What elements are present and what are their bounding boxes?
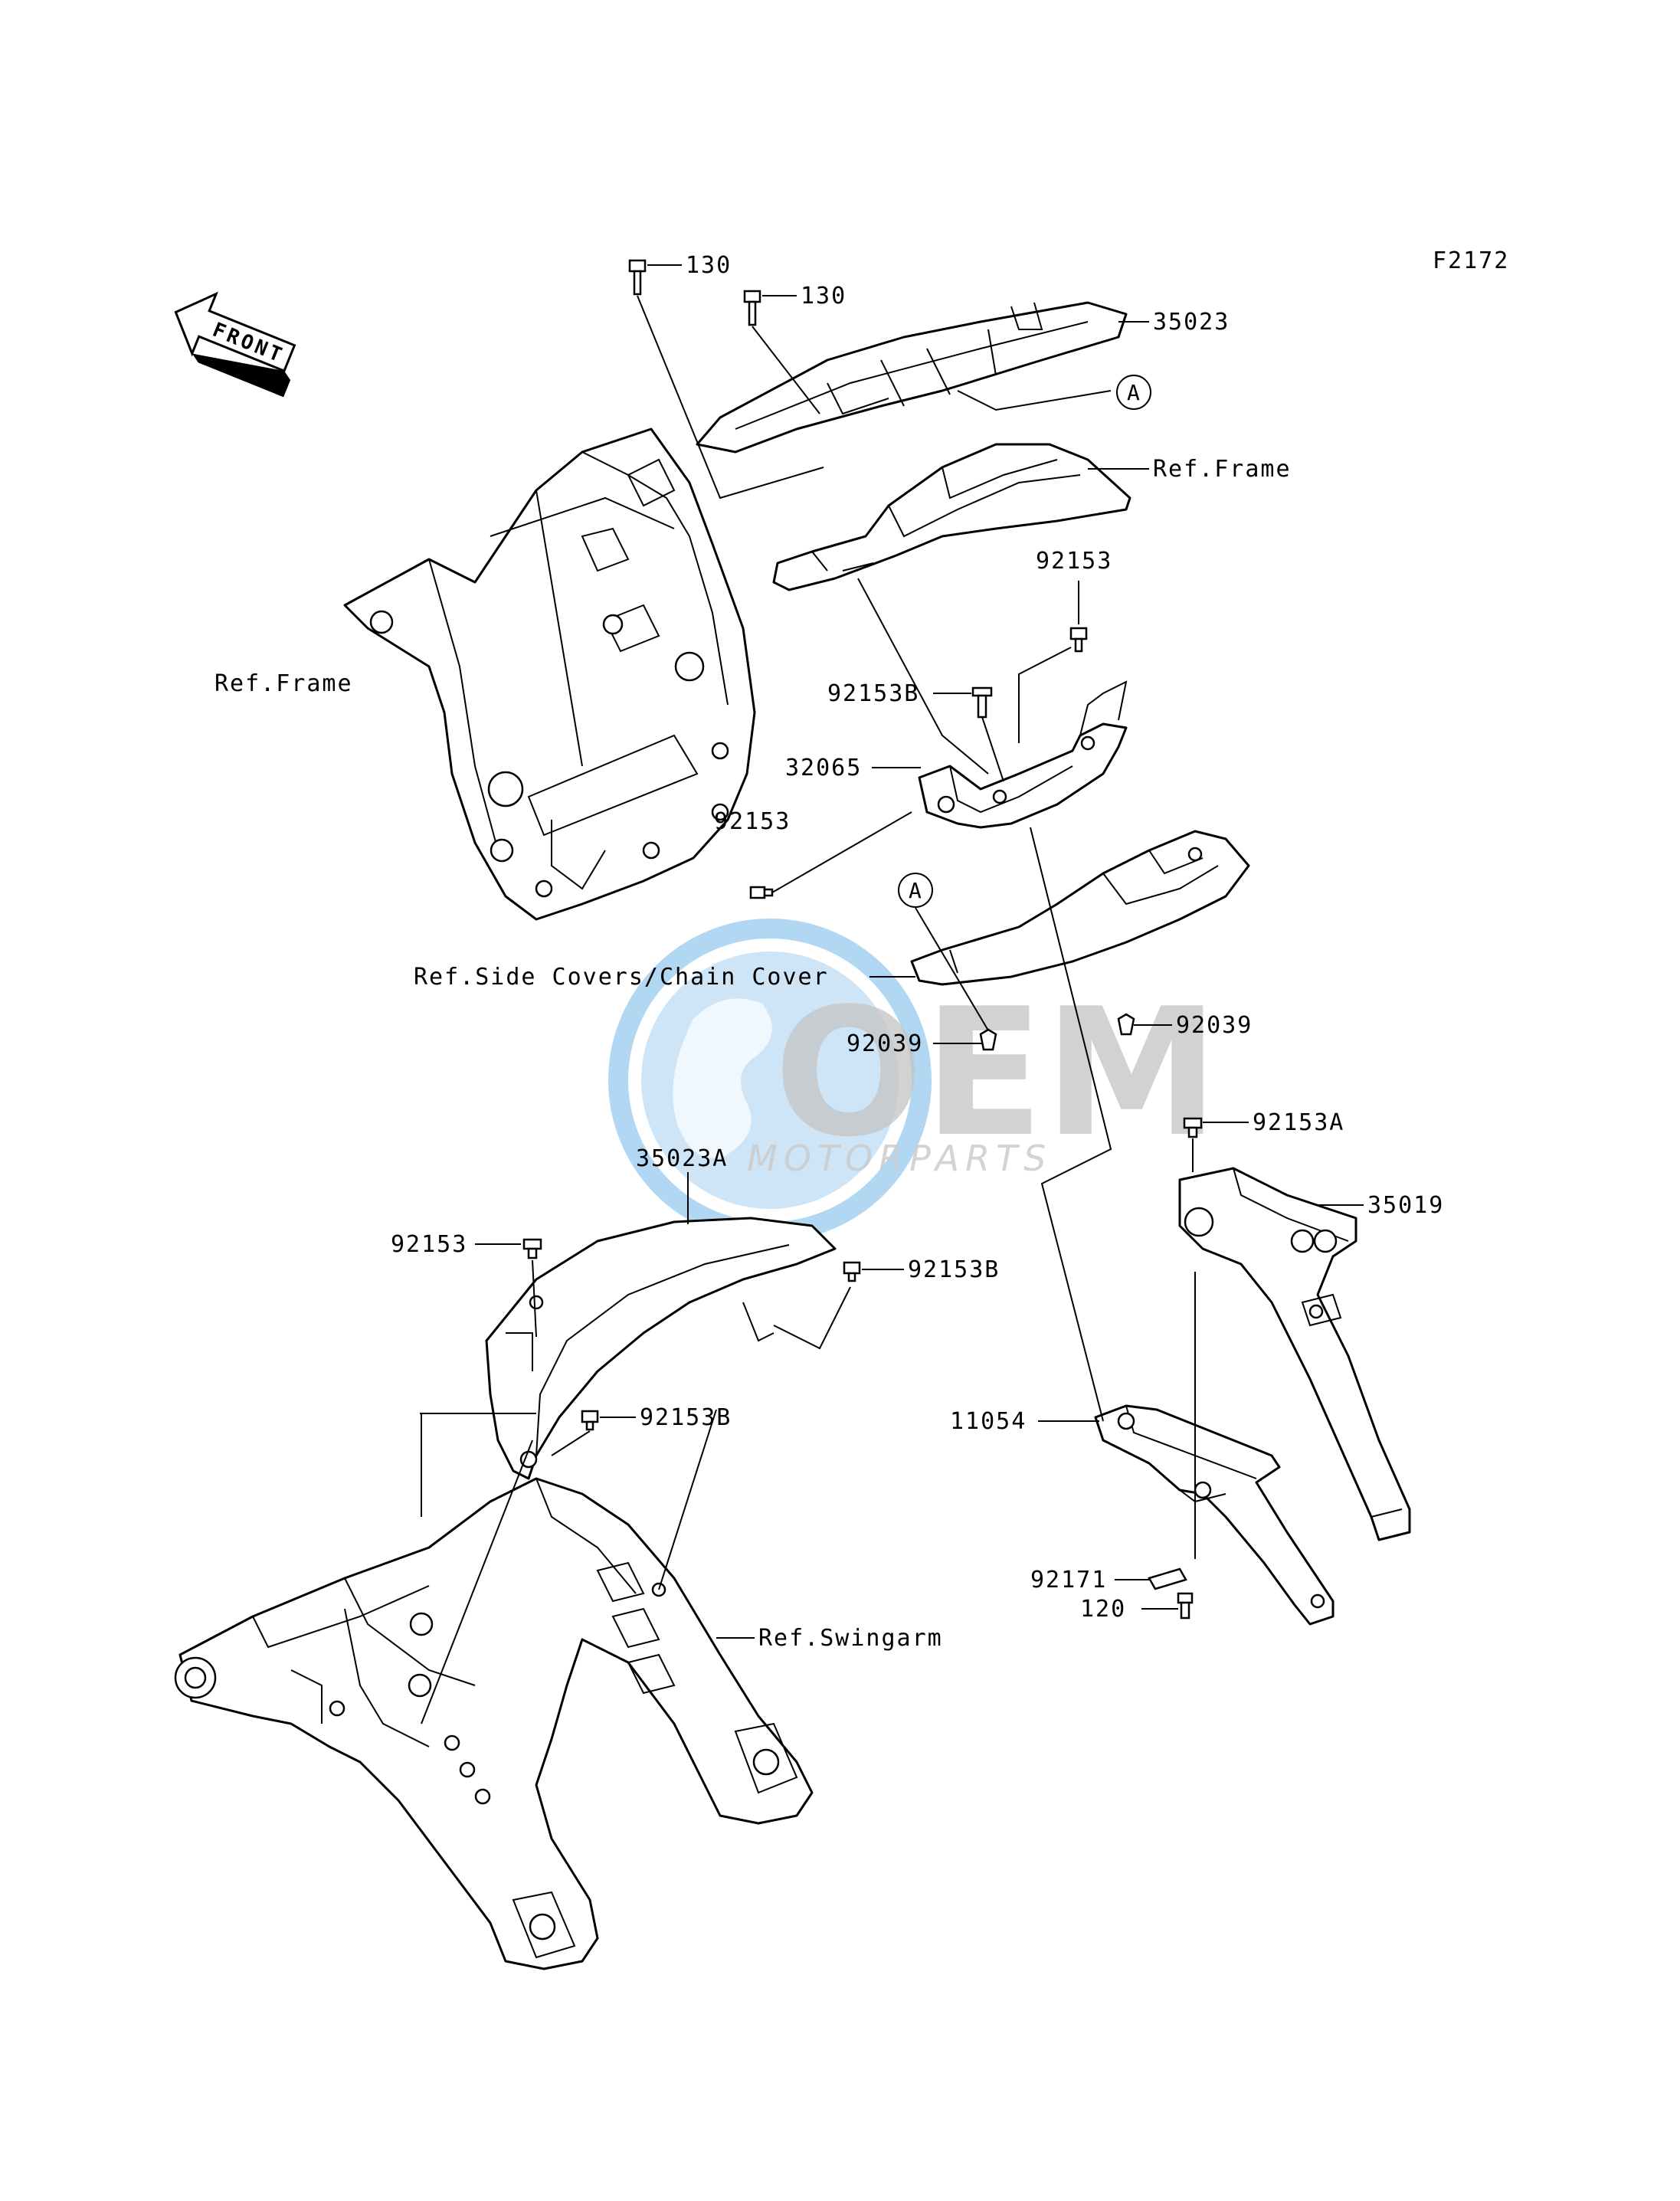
label-35023a: 35023A bbox=[636, 1145, 728, 1172]
bolt-92153-fender-icon bbox=[522, 1238, 542, 1259]
svg-text:A: A bbox=[909, 878, 922, 903]
label-ref-frame-upper: Ref.Frame bbox=[1153, 456, 1292, 483]
bolt-130-lower-icon bbox=[743, 290, 761, 326]
label-92153a: 92153A bbox=[1253, 1109, 1344, 1136]
bolt-120-icon bbox=[1177, 1592, 1194, 1620]
rear-subframe-illustration bbox=[772, 443, 1131, 591]
part-labels: 130 130 35023 Ref.Frame 92153 92153B 320… bbox=[215, 252, 1444, 1652]
label-92153-fender: 92153 bbox=[391, 1231, 467, 1258]
bolt-92153-left-icon bbox=[749, 886, 774, 899]
fasteners bbox=[522, 259, 1203, 1620]
clip-92039-right-icon bbox=[1117, 1013, 1135, 1036]
label-92153b-mid: 92153B bbox=[827, 680, 919, 707]
bolt-92153b-fender-right-icon bbox=[843, 1261, 861, 1282]
bolt-92153a-icon bbox=[1183, 1117, 1203, 1138]
bolt-130-upper-icon bbox=[628, 259, 647, 296]
label-92039-right: 92039 bbox=[1176, 1012, 1253, 1039]
label-130-upper: 130 bbox=[686, 252, 732, 279]
leader-lines bbox=[420, 264, 1364, 1724]
part-32065-bracket bbox=[918, 680, 1128, 829]
bolt-92153b-mid-icon bbox=[971, 686, 993, 719]
diagram-code: F2172 bbox=[1433, 247, 1509, 274]
label-35023: 35023 bbox=[1153, 309, 1230, 336]
bolt-92153-right-icon bbox=[1069, 627, 1088, 653]
label-92153-right: 92153 bbox=[1036, 548, 1112, 575]
swingarm-illustration bbox=[174, 1477, 814, 1970]
bolt-92153b-fender-low-icon bbox=[581, 1410, 599, 1431]
nut-92171-icon bbox=[1148, 1567, 1187, 1590]
main-frame-illustration bbox=[343, 427, 756, 921]
label-32065: 32065 bbox=[785, 755, 862, 781]
label-120: 120 bbox=[1080, 1596, 1126, 1623]
callout-a-upper: A bbox=[1116, 375, 1151, 410]
svg-text:A: A bbox=[1127, 380, 1140, 405]
side-cover-chain-cover-illustration bbox=[910, 830, 1250, 986]
part-35023a-rear-fender bbox=[485, 1217, 837, 1480]
label-92153b-fender-right: 92153B bbox=[908, 1256, 1000, 1283]
part-35023-rear-cover bbox=[696, 301, 1128, 454]
label-ref-frame-left: Ref.Frame bbox=[215, 670, 353, 697]
label-ref-swingarm: Ref.Swingarm bbox=[758, 1625, 943, 1652]
label-92153b-fender-low: 92153B bbox=[640, 1404, 732, 1431]
part-35019-license-bracket bbox=[1178, 1167, 1411, 1541]
oem-motorparts-watermark: OEM MOTORPARTS bbox=[608, 919, 1220, 1242]
label-92039-left: 92039 bbox=[847, 1030, 923, 1057]
label-92171: 92171 bbox=[1030, 1567, 1107, 1593]
watermark-subtitle: MOTORPARTS bbox=[747, 1138, 1052, 1179]
label-130-lower: 130 bbox=[801, 283, 847, 310]
label-ref-side-covers: Ref.Side Covers/Chain Cover bbox=[414, 964, 829, 991]
front-direction-arrow-icon: FRONT bbox=[174, 291, 296, 398]
label-92153-left: 92153 bbox=[714, 808, 791, 835]
label-11054: 11054 bbox=[950, 1408, 1027, 1435]
callout-a-lower: A bbox=[898, 873, 933, 908]
clip-92039-left-icon bbox=[979, 1028, 997, 1051]
label-35019: 35019 bbox=[1367, 1192, 1444, 1219]
watermark-brand: OEM bbox=[774, 971, 1220, 1176]
part-11054-bracket bbox=[1094, 1404, 1335, 1626]
